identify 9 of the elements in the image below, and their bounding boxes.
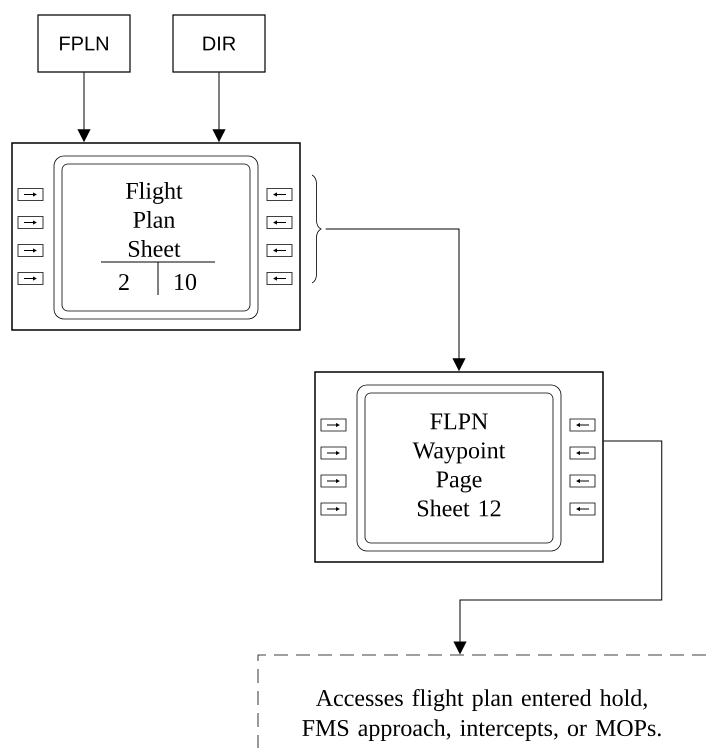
screen-title: Flight Plan Sheet (126, 182, 183, 257)
key-box: DIR (172, 14, 266, 73)
screen-title: FLPN Waypoint Page Sheet 12 (412, 414, 506, 516)
sheet-number: 2 (119, 274, 129, 290)
sheet-number: 10 (175, 274, 196, 290)
note-box: Accesses flight plan entered hold, FMS approach, intercepts, or MOPs. (258, 654, 706, 748)
display-unit (314, 371, 604, 563)
display-unit (11, 142, 301, 331)
key-box: FPLN (37, 14, 131, 73)
